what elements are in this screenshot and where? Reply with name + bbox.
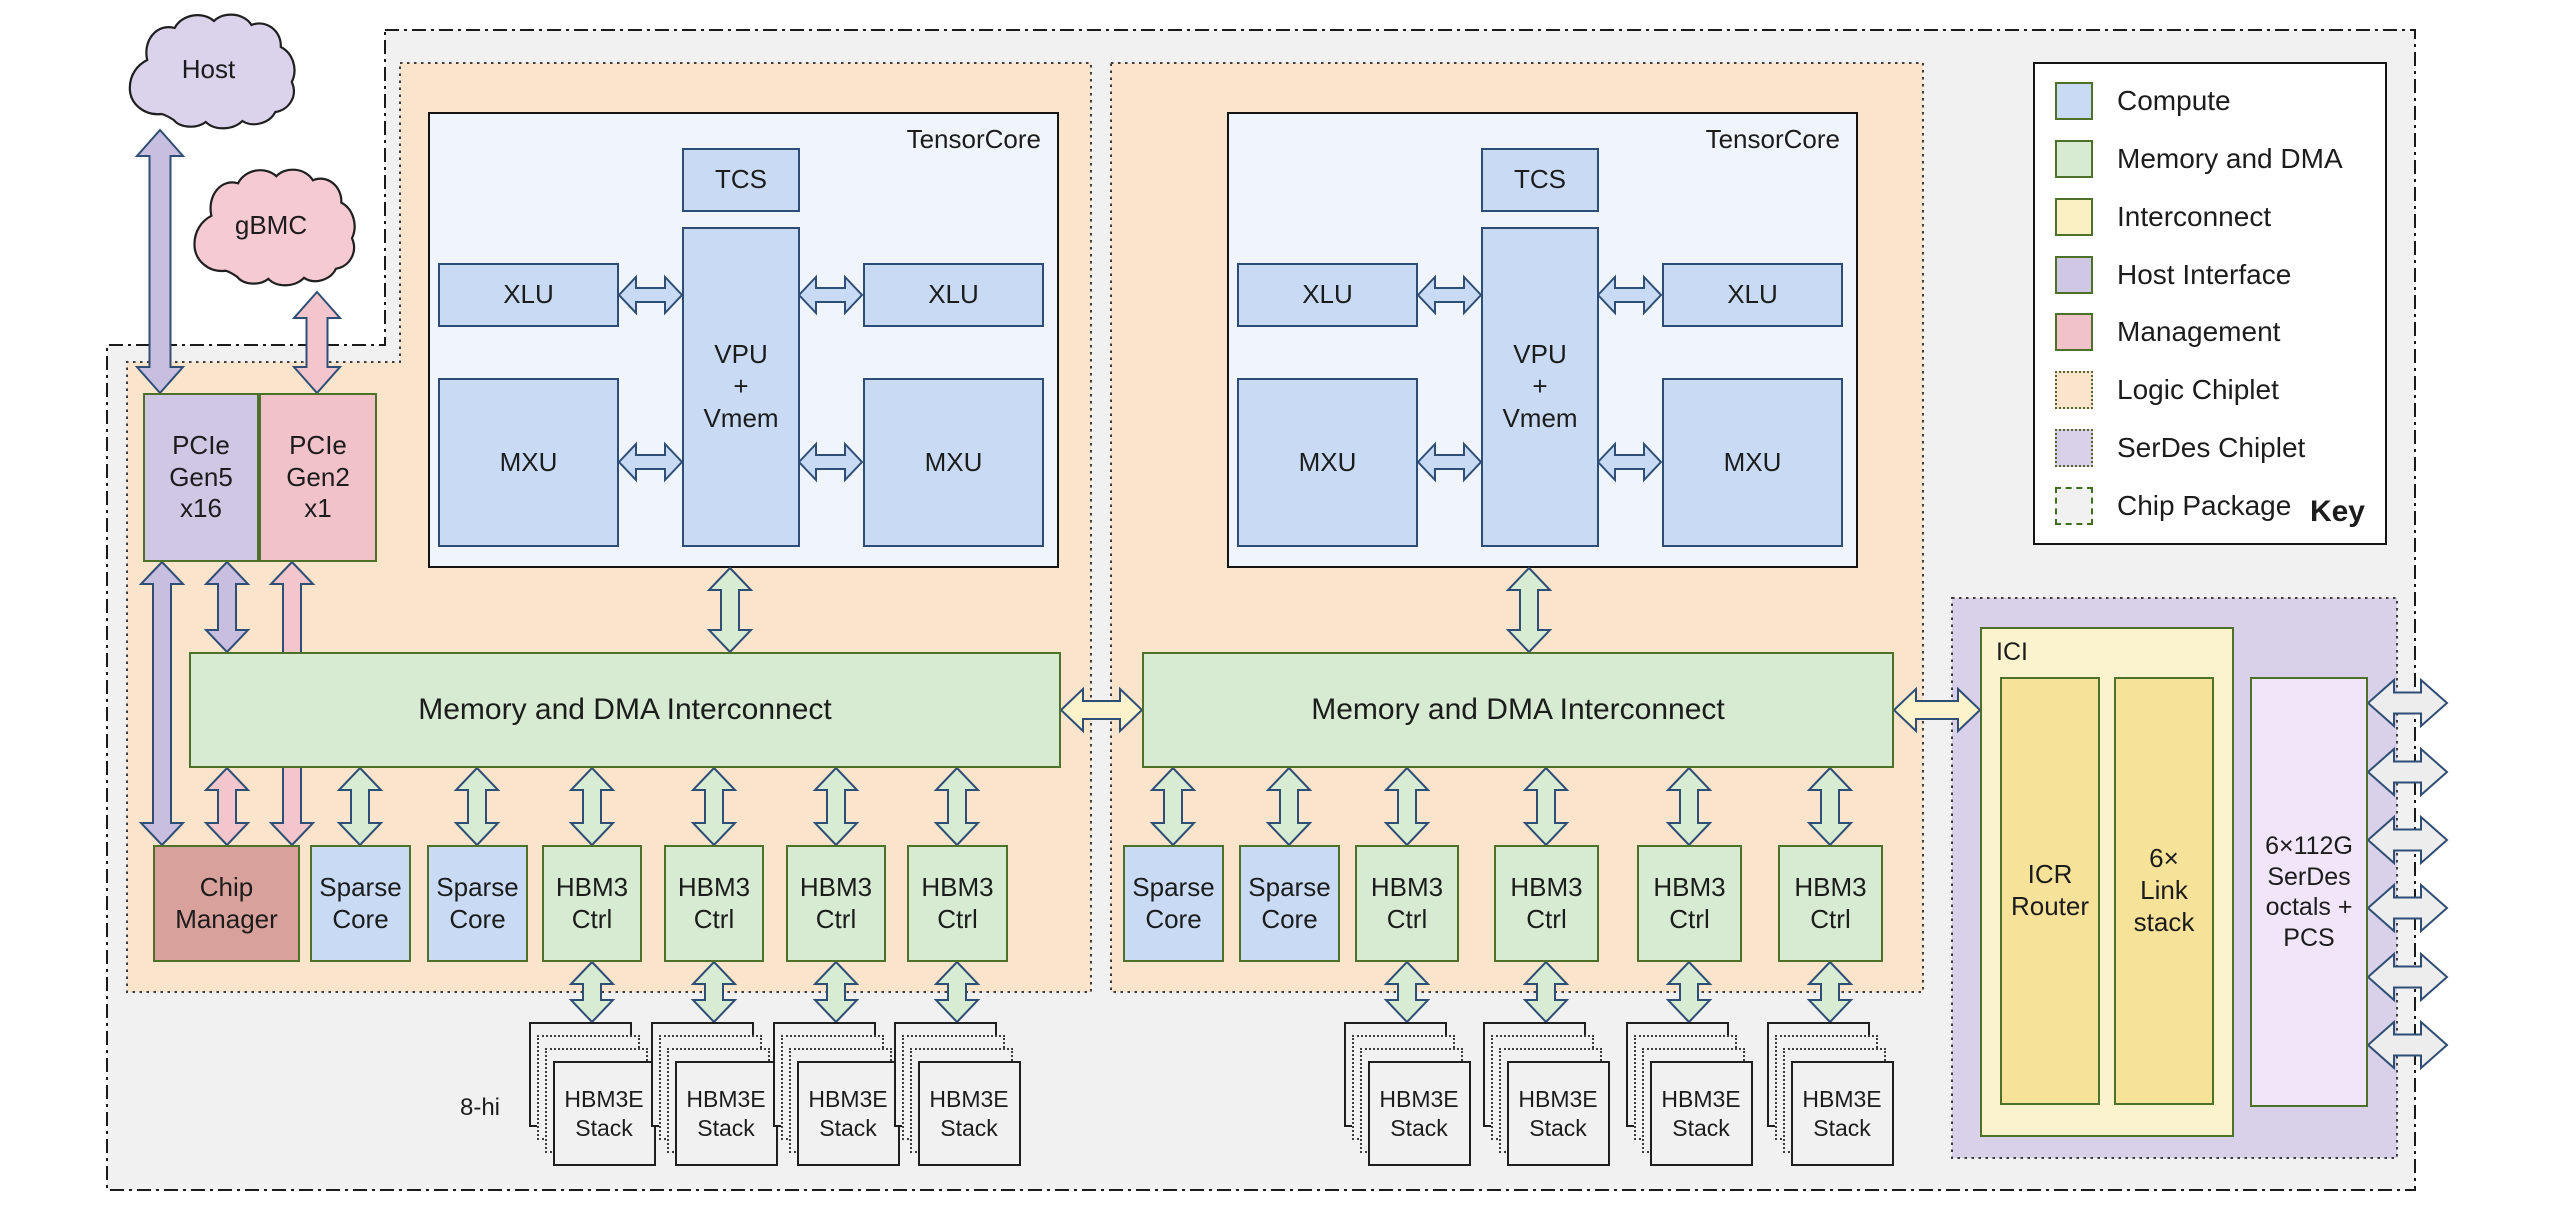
legend-item-label: Compute [2117,85,2231,116]
legend-item-compute: Compute [2055,82,2365,120]
host-cloud-label: Host [181,54,236,85]
stack-front-sheet: HBM3E Stack [796,1061,900,1166]
node-hbm3-ctrl-6: HBM3 Ctrl [1494,845,1599,962]
legend-item-package: Chip Package [2055,486,2365,525]
node-memory-dma-interconnect-2: Memory and DMA Interconnect [1142,652,1894,768]
hbm3e-stack: HBM3E Stack [650,1022,778,1166]
node-tcs-1: TCS [682,148,800,212]
node-tcs-2: TCS [1481,148,1599,212]
stack-front-sheet: HBM3E Stack [1506,1061,1610,1166]
package-swatch-icon [2055,486,2093,525]
legend-item-interconnect: Interconnect [2055,197,2365,236]
mgmt-swatch-icon [2055,313,2093,352]
compute-swatch-icon [2055,82,2093,120]
hbm3e-stack: HBM3E Stack [1625,1022,1753,1166]
node-mxu-1-left: MXU [438,378,619,547]
node-icr-router: ICR Router [2000,677,2100,1105]
stack-front-sheet: HBM3E Stack [1649,1061,1753,1166]
legend-item-label: Management [2117,316,2281,348]
legend-item-label: Chip Package [2117,489,2292,521]
node-mxu-1-right: MXU [863,378,1044,547]
legend-item-memory: Memory and DMA [2055,139,2365,178]
legend-title: Key [2309,495,2365,528]
node-sparse-core-2: Sparse Core [427,845,528,962]
legend-item-host: Host Interface [2055,255,2365,294]
legend-item-label: Interconnect [2117,200,2272,232]
stack-front-sheet: HBM3E Stack [1367,1061,1471,1166]
node-xlu-1-right: XLU [863,263,1044,327]
stack-front-sheet: HBM3E Stack [674,1061,778,1166]
legend-item-label: Memory and DMA [2117,142,2343,174]
legend-item-logic: Logic Chiplet [2055,371,2365,410]
node-sparse-core-1: Sparse Core [310,845,411,962]
node-sparse-core-3: Sparse Core [1123,845,1224,962]
serdes-swatch-icon [2055,429,2093,468]
node-pcie-gen2: PCIe Gen2 x1 [259,393,377,562]
hbm3e-stack: HBM3E Stack [772,1022,900,1166]
node-xlu-2-left: XLU [1237,263,1418,327]
node-hbm3-ctrl-4: HBM3 Ctrl [907,845,1008,962]
legend-item-label: Logic Chiplet [2117,374,2279,406]
node-mxu-2-right: MXU [1662,378,1843,547]
node-xlu-1-left: XLU [438,263,619,327]
hbm3e-stack: HBM3E Stack [1766,1022,1894,1166]
node-memory-dma-interconnect-1: Memory and DMA Interconnect [189,652,1061,768]
hbm-stack-height-label: 8-hi [459,1093,501,1121]
node-hbm3-ctrl-3: HBM3 Ctrl [786,845,886,962]
stack-front-sheet: HBM3E Stack [917,1061,1021,1166]
legend-item-mgmt: Management [2055,313,2365,352]
node-sparse-core-4: Sparse Core [1239,845,1340,962]
logic-swatch-icon [2055,371,2093,410]
node-vpu-vmem-1: VPU + Vmem [682,227,800,547]
node-serdes-octals: 6×112G SerDes octals + PCS [2250,677,2368,1107]
hbm3e-stack: HBM3E Stack [528,1022,656,1166]
hbm3e-stack: HBM3E Stack [1343,1022,1471,1166]
node-xlu-2-right: XLU [1662,263,1843,327]
interconnect-swatch-icon [2055,197,2093,236]
hbm3e-stack: HBM3E Stack [1482,1022,1610,1166]
stack-front-sheet: HBM3E Stack [552,1061,656,1166]
node-mxu-2-left: MXU [1237,378,1418,547]
host-swatch-icon [2055,255,2093,294]
stack-front-sheet: HBM3E Stack [1790,1061,1894,1166]
gbmc-cloud-label: gBMC [234,210,308,241]
legend-item-label: SerDes Chiplet [2117,432,2306,464]
memory-swatch-icon [2055,139,2093,178]
legend-item-serdes: SerDes Chiplet [2055,429,2365,468]
node-hbm3-ctrl-1: HBM3 Ctrl [542,845,642,962]
node-pcie-gen5: PCIe Gen5 x16 [143,393,259,562]
node-hbm3-ctrl-7: HBM3 Ctrl [1637,845,1742,962]
node-chip-manager: Chip Manager [153,845,300,962]
node-vpu-vmem-2: VPU + Vmem [1481,227,1599,547]
node-link-stack: 6× Link stack [2114,677,2214,1105]
node-hbm3-ctrl-8: HBM3 Ctrl [1778,845,1883,962]
node-hbm3-ctrl-5: HBM3 Ctrl [1355,845,1459,962]
node-hbm3-ctrl-2: HBM3 Ctrl [664,845,764,962]
legend-item-label: Host Interface [2117,258,2292,290]
hbm3e-stack: HBM3E Stack [893,1022,1021,1166]
